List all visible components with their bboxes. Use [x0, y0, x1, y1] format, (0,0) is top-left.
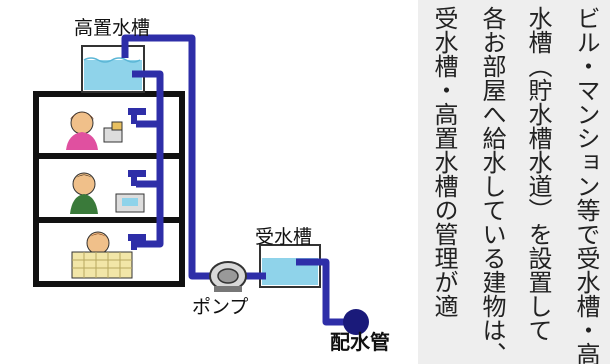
faucets [128, 108, 146, 250]
text-column: 各お部屋へ給水している建物は、 [478, 6, 506, 364]
text-column: 水槽（貯水槽水道）を設置して [524, 6, 552, 342]
person-bath [71, 231, 133, 279]
elevated-tank [81, 45, 145, 93]
receiving-tank [259, 244, 321, 288]
water-main-pipe [343, 309, 369, 335]
supply-pipes [121, 34, 346, 326]
receiving-tank-label: 受水槽 [255, 226, 313, 248]
explanation-text-panel: ビル・マンション等で受水槽・高置 水槽（貯水槽水道）を設置して 各お部屋へ給水し… [418, 0, 610, 364]
text-column: 受水槽・高置水槽の管理が適 [430, 6, 458, 318]
water-main-label: 配水管 [330, 330, 390, 354]
pump [209, 261, 247, 292]
water-supply-diagram [33, 34, 369, 335]
pump-label: ポンプ [192, 296, 249, 318]
person-washing [70, 172, 145, 214]
elevated-tank-label: 高置水槽 [74, 17, 151, 39]
person-kitchen [66, 111, 123, 150]
text-column: ビル・マンション等で受水槽・高置 [572, 6, 600, 364]
